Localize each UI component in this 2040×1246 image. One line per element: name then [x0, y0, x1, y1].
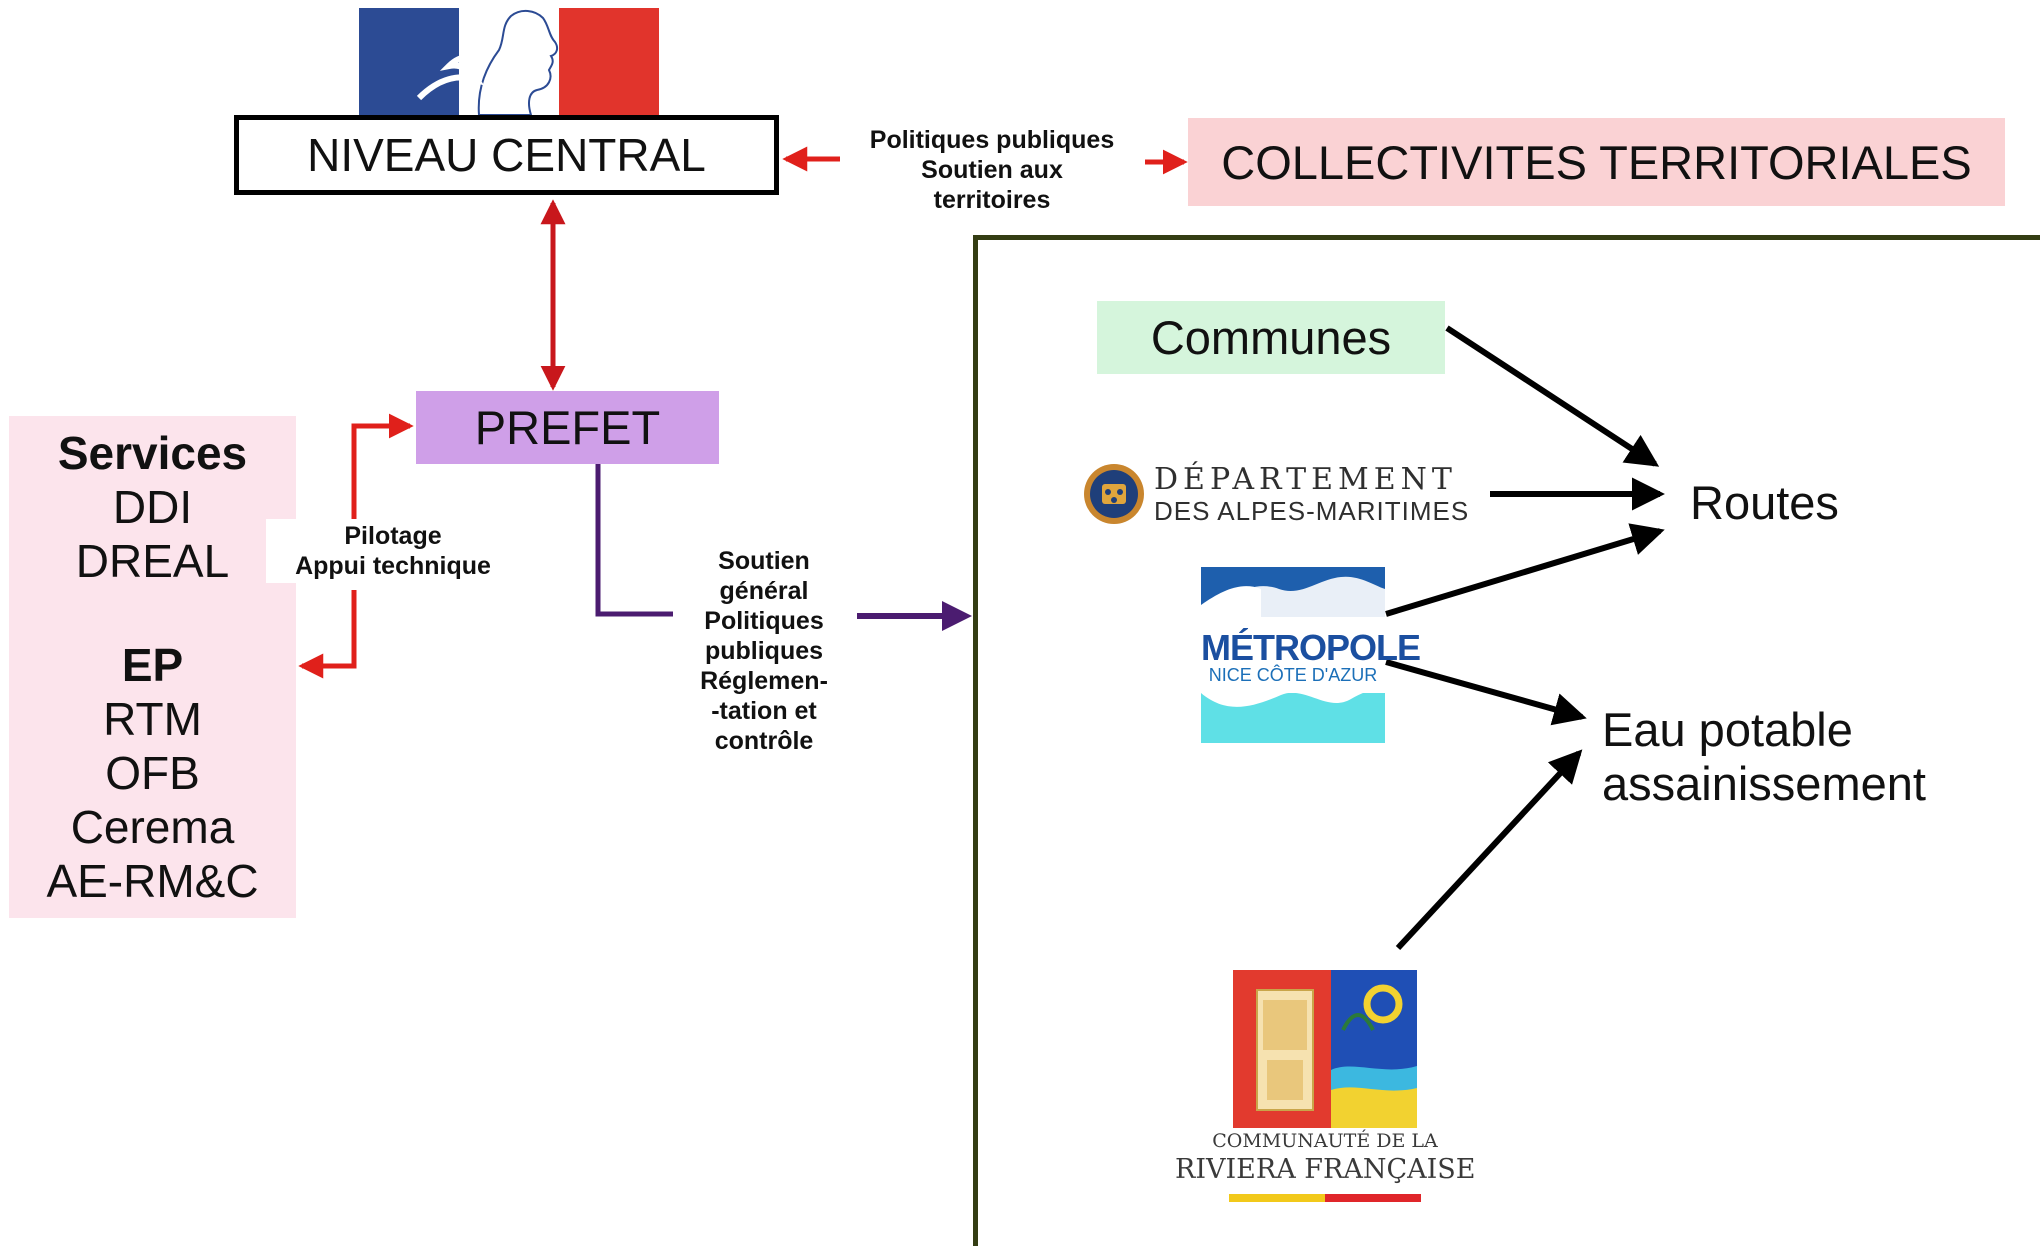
metropole-logo: MÉTROPOLE NICE CÔTE D'AZUR — [1201, 567, 1421, 743]
arrow-pilotage-to-ep — [298, 590, 357, 679]
ep-item: RTM — [103, 693, 202, 745]
riviera-flag-icon — [1233, 970, 1417, 1128]
ep-item: AE-RM&C — [46, 855, 259, 907]
routes-label: Routes — [1690, 476, 1839, 529]
riviera-color-bar — [1229, 1194, 1421, 1202]
communes-box: Communes — [1097, 301, 1445, 374]
departement-logo: DÉPARTEMENT DES ALPES-MARITIMES — [1082, 460, 1468, 528]
collectivites-panel — [973, 235, 2040, 1246]
arrow-prefet-line — [595, 464, 673, 617]
label-line: Pilotage — [344, 522, 442, 550]
label-line: Appui technique — [295, 552, 491, 580]
services-group: Services DDI DREAL — [9, 426, 296, 588]
riviera-line-2: RIVIERA FRANÇAISE — [1175, 1154, 1476, 1185]
label-line: Eau potable — [1602, 703, 1853, 756]
label-line: Soutien aux — [921, 156, 1063, 184]
collectivites-territoriales-box: COLLECTIVITES TERRITORIALES — [1188, 118, 2005, 206]
ep-item: OFB — [105, 747, 200, 799]
riviera-line-1: COMMUNAUTÉ DE LA — [1212, 1130, 1438, 1152]
metropole-waves-icon — [1201, 567, 1385, 743]
label-soutien-general: Soutien général Politiques publiques Rég… — [673, 546, 855, 756]
departement-subtitle: DES ALPES-MARITIMES — [1154, 496, 1470, 526]
metropole-title: MÉTROPOLE — [1201, 627, 1421, 668]
niveau-central-box: NIVEAU CENTRAL — [234, 115, 779, 195]
eau-assainissement-label: Eau potable assainissement — [1602, 703, 1926, 811]
ep-heading: EP — [121, 639, 184, 691]
metropole-subtitle: NICE CÔTE D'AZUR — [1208, 665, 1378, 685]
label-politiques-publiques: Politiques publiques Soutien aux territo… — [857, 125, 1127, 215]
marianne-logo — [359, 8, 659, 115]
label-line: assainissement — [1602, 757, 1926, 810]
ep-group: EP RTM OFB Cerema AE-RM&C — [9, 638, 296, 908]
arrow-pilotage-to-prefet — [351, 413, 414, 519]
services-box: Services DDI DREAL EP RTM OFB Cerema AE-… — [9, 416, 296, 918]
departement-emblem-icon — [1084, 464, 1144, 524]
service-item: DREAL — [75, 535, 230, 587]
label-line: Politiques publiques — [869, 126, 1115, 154]
riviera-francaise-logo: COMMUNAUTÉ DE LA RIVIERA FRANÇAISE — [1175, 970, 1476, 1210]
service-item: DDI — [112, 481, 193, 533]
departement-title: DÉPARTEMENT — [1154, 462, 1457, 497]
services-heading: Services — [57, 427, 248, 479]
prefet-box: PREFET — [416, 391, 719, 464]
label-line: territoires — [933, 186, 1051, 214]
ep-item: Cerema — [70, 801, 235, 853]
label-line: Soutien — [718, 547, 810, 575]
label-pilotage: Pilotage Appui technique — [266, 519, 520, 583]
label-line: contrôle — [714, 727, 814, 755]
label-line: -tation et — [711, 697, 817, 725]
label-line: Politiques — [704, 607, 824, 635]
label-line: Réglemen- — [700, 667, 828, 695]
label-line: publiques — [704, 637, 824, 665]
label-line: général — [719, 577, 809, 605]
